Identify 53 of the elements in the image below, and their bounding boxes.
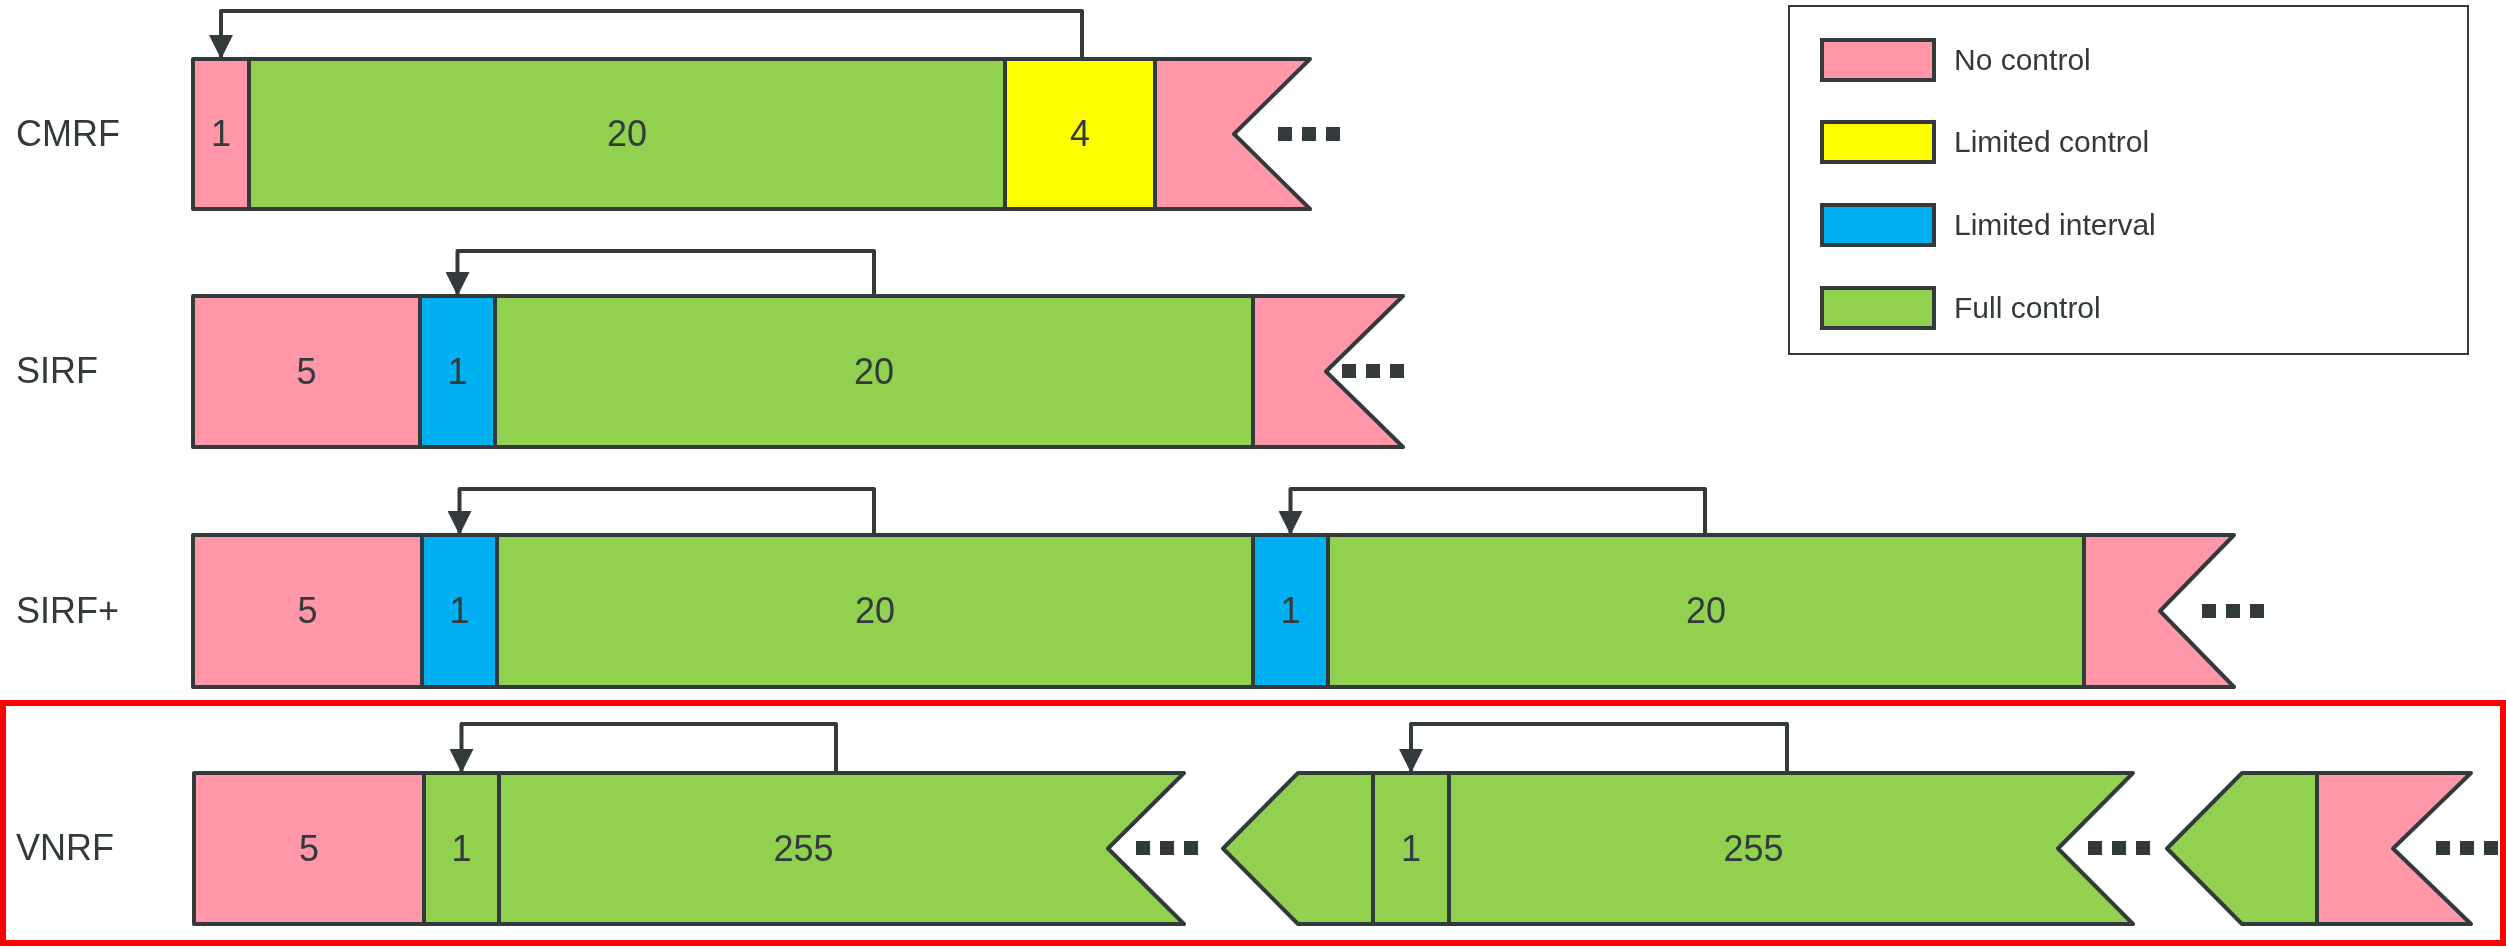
feedback-arrow [1399, 722, 1789, 773]
field-segment [193, 59, 249, 209]
row-label: CMRF [16, 116, 120, 152]
field-segment [497, 535, 1253, 687]
segment-value: 1 [211, 116, 231, 152]
arrow-segment [2167, 773, 2317, 924]
segment-value: 255 [1723, 830, 1784, 867]
field-segment [249, 59, 1005, 209]
legend-label: No control [1954, 45, 2091, 75]
segment-value: 4 [1070, 116, 1090, 152]
flag-end-segment [1155, 59, 1310, 209]
segment-value: 5 [299, 830, 319, 867]
feedback-arrow [447, 487, 876, 535]
feedback-arrow [449, 722, 838, 773]
segment-value: 1 [447, 353, 468, 390]
flag-end-segment [1449, 773, 2133, 924]
legend-label: Full control [1954, 293, 2101, 323]
row-label: VNRF [16, 830, 114, 866]
field-segment [422, 535, 497, 687]
row-label: SIRF [16, 353, 98, 389]
segment-value: 255 [773, 830, 834, 867]
segment-value: 20 [1685, 593, 1726, 629]
legend-label: Limited interval [1954, 210, 2156, 240]
field-segment [193, 535, 422, 687]
feedback-arrow [209, 9, 1084, 59]
segment-value: 20 [606, 116, 647, 152]
field-segment [420, 296, 495, 447]
segment-value: 5 [296, 353, 317, 390]
flag-end-segment [1253, 296, 1403, 447]
field-segment [1005, 59, 1155, 209]
field-segment [1253, 535, 1328, 687]
field-segment [193, 296, 420, 447]
segment-value: 1 [1280, 593, 1301, 629]
flag-end-segment [499, 773, 1184, 924]
field-segment [1373, 773, 1449, 924]
field-segment [1328, 535, 2084, 687]
segment-value: 5 [297, 593, 318, 629]
segment-value: 1 [1401, 830, 1421, 867]
feedback-arrow [1278, 487, 1707, 535]
segment-value: 20 [854, 593, 895, 629]
row-label: SIRF+ [16, 593, 120, 629]
legend-label: Limited control [1954, 127, 2150, 157]
flag-end-segment [2084, 535, 2234, 687]
segment-value: 1 [449, 593, 470, 629]
flag-end-segment [2317, 773, 2471, 924]
field-segment [495, 296, 1253, 447]
segment-value: 1 [451, 830, 472, 867]
field-segment [424, 773, 499, 924]
feedback-arrow [445, 249, 876, 296]
field-segment [194, 773, 424, 924]
arrow-segment [1223, 773, 1373, 924]
segment-value: 20 [853, 353, 894, 390]
highlight-frame [0, 700, 2506, 946]
